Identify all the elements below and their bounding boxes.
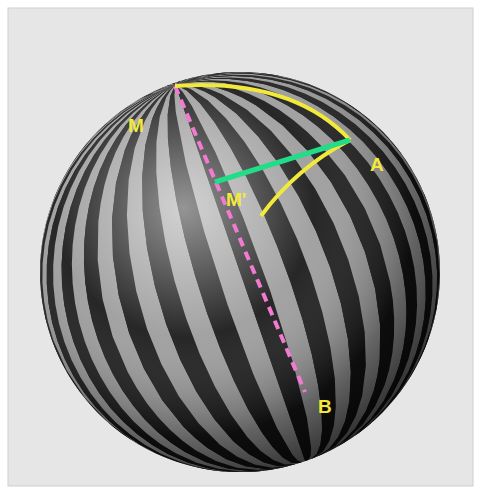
dashed-great-circle xyxy=(175,86,305,392)
point-label: A xyxy=(370,155,384,174)
stripes xyxy=(40,72,440,472)
sphere-shading xyxy=(40,72,440,472)
segment-am xyxy=(215,140,350,182)
panel-ground xyxy=(8,8,473,486)
point-label: B xyxy=(318,397,332,416)
arc-ma xyxy=(175,85,350,140)
sphere-base xyxy=(40,72,440,472)
point-label: M' xyxy=(226,190,246,209)
point-label: M xyxy=(128,116,144,135)
